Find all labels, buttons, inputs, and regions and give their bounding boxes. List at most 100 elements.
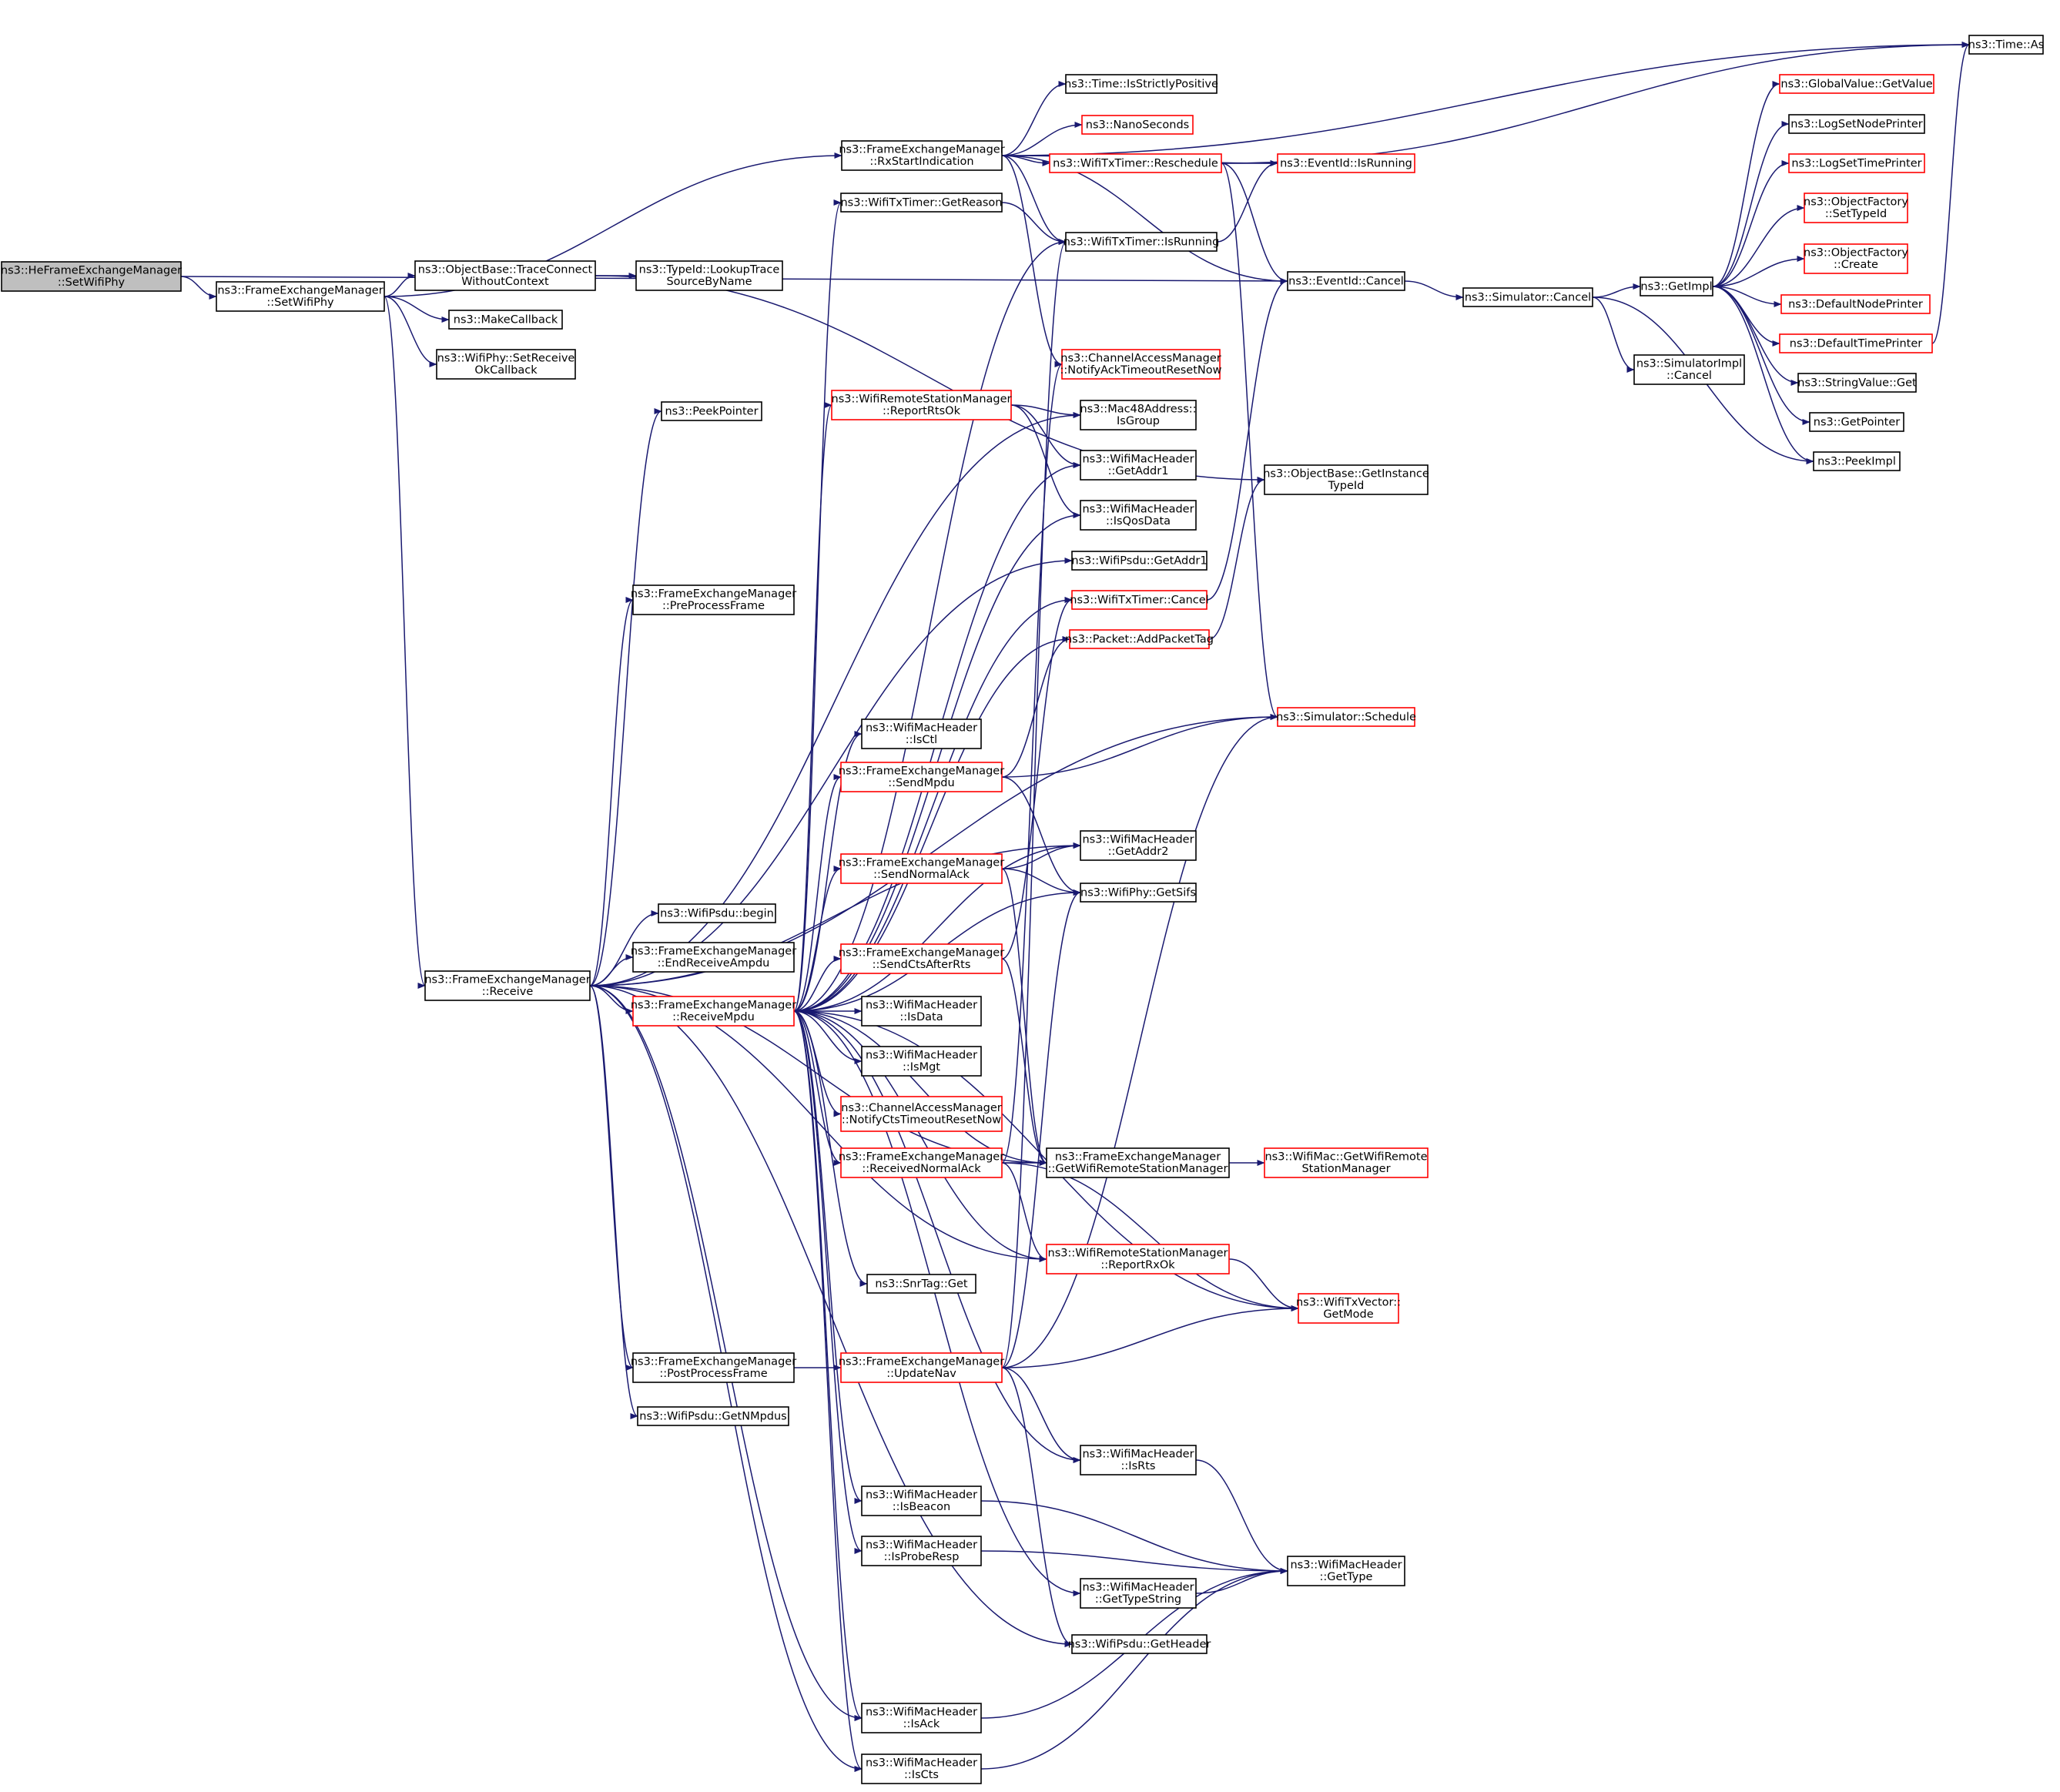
node-ns3-frameexchangemanager-receivempdu[interactable]: ns3::FrameExchangeManager::ReceiveMpdu	[631, 996, 796, 1027]
node-label: ::SendCtsAfterRts	[873, 959, 971, 971]
node-label: ::ReceivedNormalAck	[862, 1163, 981, 1175]
node-label: ns3::PeekImpl	[1817, 455, 1896, 467]
node-ns3-frameexchangemanager-rxstartindication[interactable]: ns3::FrameExchangeManager::RxStartIndica…	[839, 140, 1005, 171]
node-ns3-wifimac-getwifiremotestationmanager[interactable]: ns3::WifiMac::GetWifiRemoteStationManage…	[1264, 1147, 1429, 1178]
node-ns3-wifimacheader-iscts[interactable]: ns3::WifiMacHeader::IsCts	[861, 1753, 982, 1784]
node-ns3-eventid-cancel[interactable]: ns3::EventId::Cancel	[1287, 271, 1405, 291]
node-ns3-simulator-cancel[interactable]: ns3::Simulator::Cancel	[1462, 287, 1593, 307]
node-label: WithoutContext	[461, 276, 549, 288]
node-ns3-frameexchangemanager-updatenav[interactable]: ns3::FrameExchangeManager::UpdateNav	[839, 1352, 1004, 1383]
node-ns3-frameexchangemanager-sendmpdu[interactable]: ns3::FrameExchangeManager::SendMpdu	[839, 762, 1004, 792]
node-box	[1287, 1556, 1405, 1586]
node-ns3-frameexchangemanager-receivednormalack[interactable]: ns3::FrameExchangeManager::ReceivedNorma…	[839, 1147, 1004, 1178]
node-ns3-wifiphy-getsifs[interactable]: ns3::WifiPhy::GetSifs	[1080, 883, 1197, 903]
node-ns3-wifimacheader-isctl[interactable]: ns3::WifiMacHeader::IsCtl	[861, 718, 982, 749]
node-ns3-stringvalue-get[interactable]: ns3::StringValue::Get	[1797, 373, 1917, 393]
node-ns3-logsetnodeprinter[interactable]: ns3::LogSetNodePrinter	[1788, 114, 1925, 134]
node-ns3-wifimacheader-isack[interactable]: ns3::WifiMacHeader::IsAck	[861, 1703, 982, 1733]
node-label: ns3::WifiTxTimer::Cancel	[1070, 594, 1208, 606]
node-box	[1, 261, 182, 292]
node-ns3-wifiremotestationmanager-reportrtsok[interactable]: ns3::WifiRemoteStationManager::ReportRts…	[831, 390, 1012, 420]
node-label: ns3::Mac48Address::	[1080, 404, 1196, 416]
node-ns3-simulatorimpl-cancel[interactable]: ns3::SimulatorImpl::Cancel	[1633, 354, 1745, 385]
node-ns3-wifitxtimer-isrunning[interactable]: ns3::WifiTxTimer::IsRunning	[1063, 232, 1220, 252]
node-ns3-wifitxvector-getmode[interactable]: ns3::WifiTxVector::GetMode	[1296, 1293, 1401, 1324]
node-ns3-wifipsdu-getheader[interactable]: ns3::WifiPsdu::GetHeader	[1068, 1634, 1211, 1654]
node-box	[861, 1486, 982, 1516]
node-ns3-mac48address-isgroup[interactable]: ns3::Mac48Address::IsGroup	[1080, 400, 1197, 430]
node-ns3-wifiremotestationmanager-reportrxok[interactable]: ns3::WifiRemoteStationManager::ReportRxO…	[1046, 1244, 1230, 1274]
node-ns3-defaultnodeprinter[interactable]: ns3::DefaultNodePrinter	[1780, 294, 1931, 314]
node-ns3-frameexchangemanager-setwifiphy[interactable]: ns3::FrameExchangeManager::SetWifiPhy	[216, 281, 385, 312]
edge-n2-n5	[1001, 122, 1083, 156]
node-ns3-defaulttimeprinter[interactable]: ns3::DefaultTimePrinter	[1779, 333, 1933, 353]
node-ns3-objectfactory-settypeid[interactable]: ns3::ObjectFactory::SetTypeId	[1804, 193, 1908, 223]
node-ns3-makecallback[interactable]: ns3::MakeCallback	[448, 310, 563, 330]
node-ns3-peekpointer[interactable]: ns3::PeekPointer	[661, 401, 762, 421]
node-ns3-wifipsdu-getaddr1[interactable]: ns3::WifiPsdu::GetAddr1	[1071, 551, 1208, 571]
node-box	[1081, 115, 1194, 135]
node-ns3-wifitxtimer-reschedule[interactable]: ns3::WifiTxTimer::Reschedule	[1049, 153, 1222, 173]
node-ns3-getpointer[interactable]: ns3::GetPointer	[1809, 412, 1904, 432]
edge-n2-n9	[1001, 155, 1067, 245]
node-box	[840, 762, 1003, 792]
node-ns3-time-as[interactable]: ns3::Time::As	[1968, 35, 2044, 55]
node-ns3-frameexchangemanager-sendctsafterrts[interactable]: ns3::FrameExchangeManager::SendCtsAfterR…	[839, 943, 1004, 974]
node-ns3-wifimacheader-isbeacon[interactable]: ns3::WifiMacHeader::IsBeacon	[861, 1486, 982, 1516]
node-ns3-channelaccessmanager-notifyacktimeoutresetnow[interactable]: ns3::ChannelAccessManager::NotifyAckTime…	[1060, 349, 1222, 380]
node-label: ns3::Simulator::Cancel	[1465, 291, 1591, 303]
node-ns3-heframeexchangemanager-setwifiphy[interactable]: ns3::HeFrameExchangeManager::SetWifiPhy	[1, 261, 182, 292]
node-ns3-packet-addpackettag[interactable]: ns3::Packet::AddPacketTag	[1065, 629, 1214, 649]
node-ns3-nanoseconds[interactable]: ns3::NanoSeconds	[1081, 115, 1194, 135]
node-box	[840, 1147, 1003, 1178]
edge-n8-n9	[1001, 202, 1067, 245]
node-ns3-frameexchangemanager-postprocessframe[interactable]: ns3::FrameExchangeManager::PostProcessFr…	[631, 1352, 796, 1383]
edge-n49-n69	[793, 1010, 863, 1772]
edge-n60-n9	[1001, 239, 1067, 1368]
node-ns3-channelaccessmanager-notifyctstimeoutresetnow[interactable]: ns3::ChannelAccessManager::NotifyCtsTime…	[840, 1096, 1003, 1132]
node-ns3-wifipsdu-begin[interactable]: ns3::WifiPsdu::begin	[658, 903, 776, 923]
node-ns3-peekimpl[interactable]: ns3::PeekImpl	[1813, 451, 1901, 471]
node-ns3-frameexchangemanager-endreceiveampdu[interactable]: ns3::FrameExchangeManager::EndReceiveAmp…	[631, 942, 796, 973]
node-ns3-wifimacheader-gettypestring[interactable]: ns3::WifiMacHeader::GetTypeString	[1080, 1578, 1197, 1609]
node-ns3-wifipsdu-getnmpdus[interactable]: ns3::WifiPsdu::GetNMpdus	[637, 1406, 789, 1426]
node-ns3-objectbase-traceconnectwithoutcontext[interactable]: ns3::ObjectBase::TraceConnectWithoutCont…	[414, 260, 596, 291]
edge-n62-n65	[1195, 1459, 1288, 1574]
node-ns3-wifimacheader-getaddr1[interactable]: ns3::WifiMacHeader::GetAddr1	[1080, 450, 1197, 481]
node-ns3-logsettimeprinter[interactable]: ns3::LogSetTimePrinter	[1788, 153, 1925, 173]
node-ns3-globalvalue-getvalue[interactable]: ns3::GlobalValue::GetValue	[1779, 74, 1934, 94]
node-ns3-wifimacheader-getaddr2[interactable]: ns3::WifiMacHeader::GetAddr2	[1080, 830, 1197, 861]
node-ns3-wifimacheader-isproberesp[interactable]: ns3::WifiMacHeader::IsProbeResp	[861, 1536, 982, 1566]
node-ns3-wifitxtimer-getreason[interactable]: ns3::WifiTxTimer::GetReason	[840, 193, 1003, 213]
node-ns3-objectfactory-create[interactable]: ns3::ObjectFactory::Create	[1804, 243, 1908, 274]
node-ns3-wifimacheader-gettype[interactable]: ns3::WifiMacHeader::GetType	[1287, 1556, 1405, 1586]
node-ns3-frameexchangemanager-receive[interactable]: ns3::FrameExchangeManager::Receive	[424, 970, 591, 1001]
node-ns3-frameexchangemanager-sendnormalack[interactable]: ns3::FrameExchangeManager::SendNormalAck	[839, 853, 1004, 884]
node-label: ns3::PeekPointer	[665, 405, 758, 417]
node-box	[840, 193, 1003, 213]
node-ns3-frameexchangemanager-preprocessframe[interactable]: ns3::FrameExchangeManager::PreProcessFra…	[631, 584, 796, 615]
node-box	[1080, 883, 1197, 903]
node-label: ns3::Simulator::Schedule	[1276, 711, 1416, 723]
node-ns3-simulator-schedule[interactable]: ns3::Simulator::Schedule	[1276, 707, 1416, 727]
node-ns3-wifimacheader-isqosdata[interactable]: ns3::WifiMacHeader::IsQosData	[1080, 500, 1197, 531]
node-ns3-wifitxtimer-cancel[interactable]: ns3::WifiTxTimer::Cancel	[1070, 590, 1209, 610]
node-box	[637, 1406, 789, 1426]
node-box	[1640, 276, 1713, 296]
node-label: ns3::SimulatorImpl	[1636, 358, 1742, 370]
node-ns3-snrtag-get[interactable]: ns3::SnrTag::Get	[866, 1274, 976, 1294]
node-ns3-frameexchangemanager-getwifiremotestationmanager[interactable]: ns3::FrameExchangeManager::GetWifiRemote…	[1046, 1147, 1230, 1178]
node-label: ::GetType	[1320, 1571, 1373, 1583]
node-ns3-eventid-isrunning[interactable]: ns3::EventId::IsRunning	[1277, 153, 1415, 173]
edge-n49-n57	[793, 1010, 868, 1287]
edge-n1-n48	[384, 296, 426, 989]
node-ns3-wifimacheader-isdata[interactable]: ns3::WifiMacHeader::IsData	[861, 996, 982, 1027]
node-ns3-time-isstrictlypositive[interactable]: ns3::Time::IsStrictlyPositive	[1064, 74, 1218, 94]
node-ns3-wifimacheader-ismgt[interactable]: ns3::WifiMacHeader::IsMgt	[861, 1046, 982, 1077]
node-label: ns3::MakeCallback	[454, 313, 558, 326]
node-ns3-wifimacheader-isrts[interactable]: ns3::WifiMacHeader::IsRts	[1080, 1445, 1197, 1475]
node-ns3-getimpl[interactable]: ns3::GetImpl	[1640, 276, 1713, 296]
